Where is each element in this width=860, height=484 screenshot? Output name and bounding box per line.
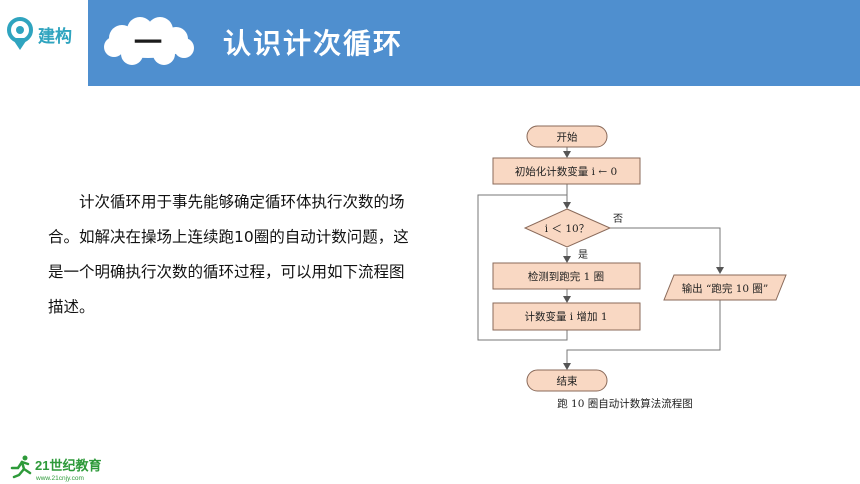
section-number: 一 <box>133 26 162 59</box>
flow-output-node <box>663 274 787 301</box>
footer-logo: 21世纪教育 www.21cnjy.com <box>10 455 101 482</box>
location-pin-icon <box>7 17 33 50</box>
flow-detect-node <box>492 262 641 290</box>
flow-end-node <box>526 369 608 392</box>
page-title: 认识计次循环 <box>223 27 404 60</box>
flow-init-label: 初始化计数变量 i ← 0 <box>515 165 617 178</box>
flow-yes-label: 是 <box>578 249 588 261</box>
body-text: 计次循环用于事先能够确定循环体执行次数的场合。如解决在操场上连续跑10圈的自动计… <box>48 185 418 325</box>
brand-name: 建构 <box>38 26 72 47</box>
flow-detect-label: 检测到跑完 1 圈 <box>528 270 604 283</box>
flow-start-label: 开始 <box>557 131 578 144</box>
flow-condition-node <box>523 208 612 248</box>
runner-icon <box>10 455 32 479</box>
flow-output-label: 输出 “跑完 10 圈” <box>682 282 769 295</box>
flow-increment-label: 计数变量 i 增加 1 <box>524 310 607 323</box>
flow-init-node <box>492 157 641 185</box>
brand-logo: 建构 <box>6 14 72 54</box>
footer-logo-text: 21世纪教育 <box>35 458 101 473</box>
footer-url: www.21cnjy.com <box>35 475 84 482</box>
flow-condition-label: i ＜ 10？ <box>545 223 589 235</box>
flow-no-label: 否 <box>613 213 623 225</box>
flowchart: 开始 初始化计数变量 i ← 0 i ＜ 10？ 否 是 检测到跑完 1 圈 计… <box>477 125 787 392</box>
flow-start-node <box>526 125 608 148</box>
flow-end-label: 结束 <box>557 375 578 388</box>
flowchart-caption: 跑 10 圈自动计数算法流程图 <box>557 398 693 410</box>
flow-increment-node <box>492 302 641 331</box>
header-bar <box>88 0 860 86</box>
body-paragraph: 计次循环用于事先能够确定循环体执行次数的场合。如解决在操场上连续跑10圈的自动计… <box>48 193 409 316</box>
cloud-icon <box>104 17 194 65</box>
